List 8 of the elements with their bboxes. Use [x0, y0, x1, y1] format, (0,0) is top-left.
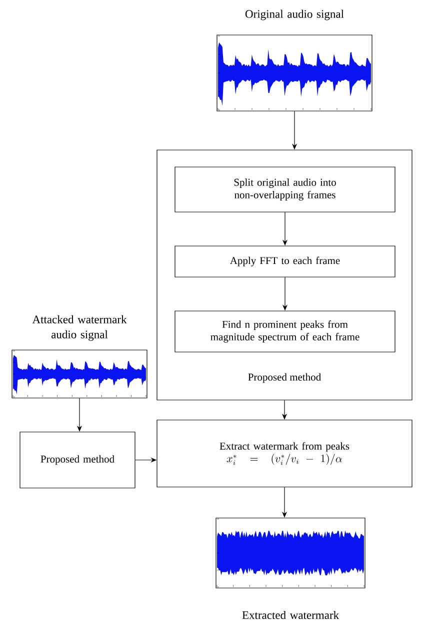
process-box: Find n prominent peaks from magnitude spectrum of each frame [174, 310, 396, 352]
process-box: Apply FFT to each frame [174, 246, 396, 278]
process-box: Split original audio into non-overlapping frames [174, 166, 396, 212]
process-box: Proposed method [20, 432, 136, 488]
plot-title: Extracted watermark [242, 610, 340, 620]
process-box: Extract watermark from peaks $x_i^*=(v_i^*/v_i-1)/\alpha$ [156, 420, 412, 488]
plot-title: Original audio signal [245, 10, 344, 20]
plot-title: Attacked watermark audio signal [32, 315, 127, 341]
